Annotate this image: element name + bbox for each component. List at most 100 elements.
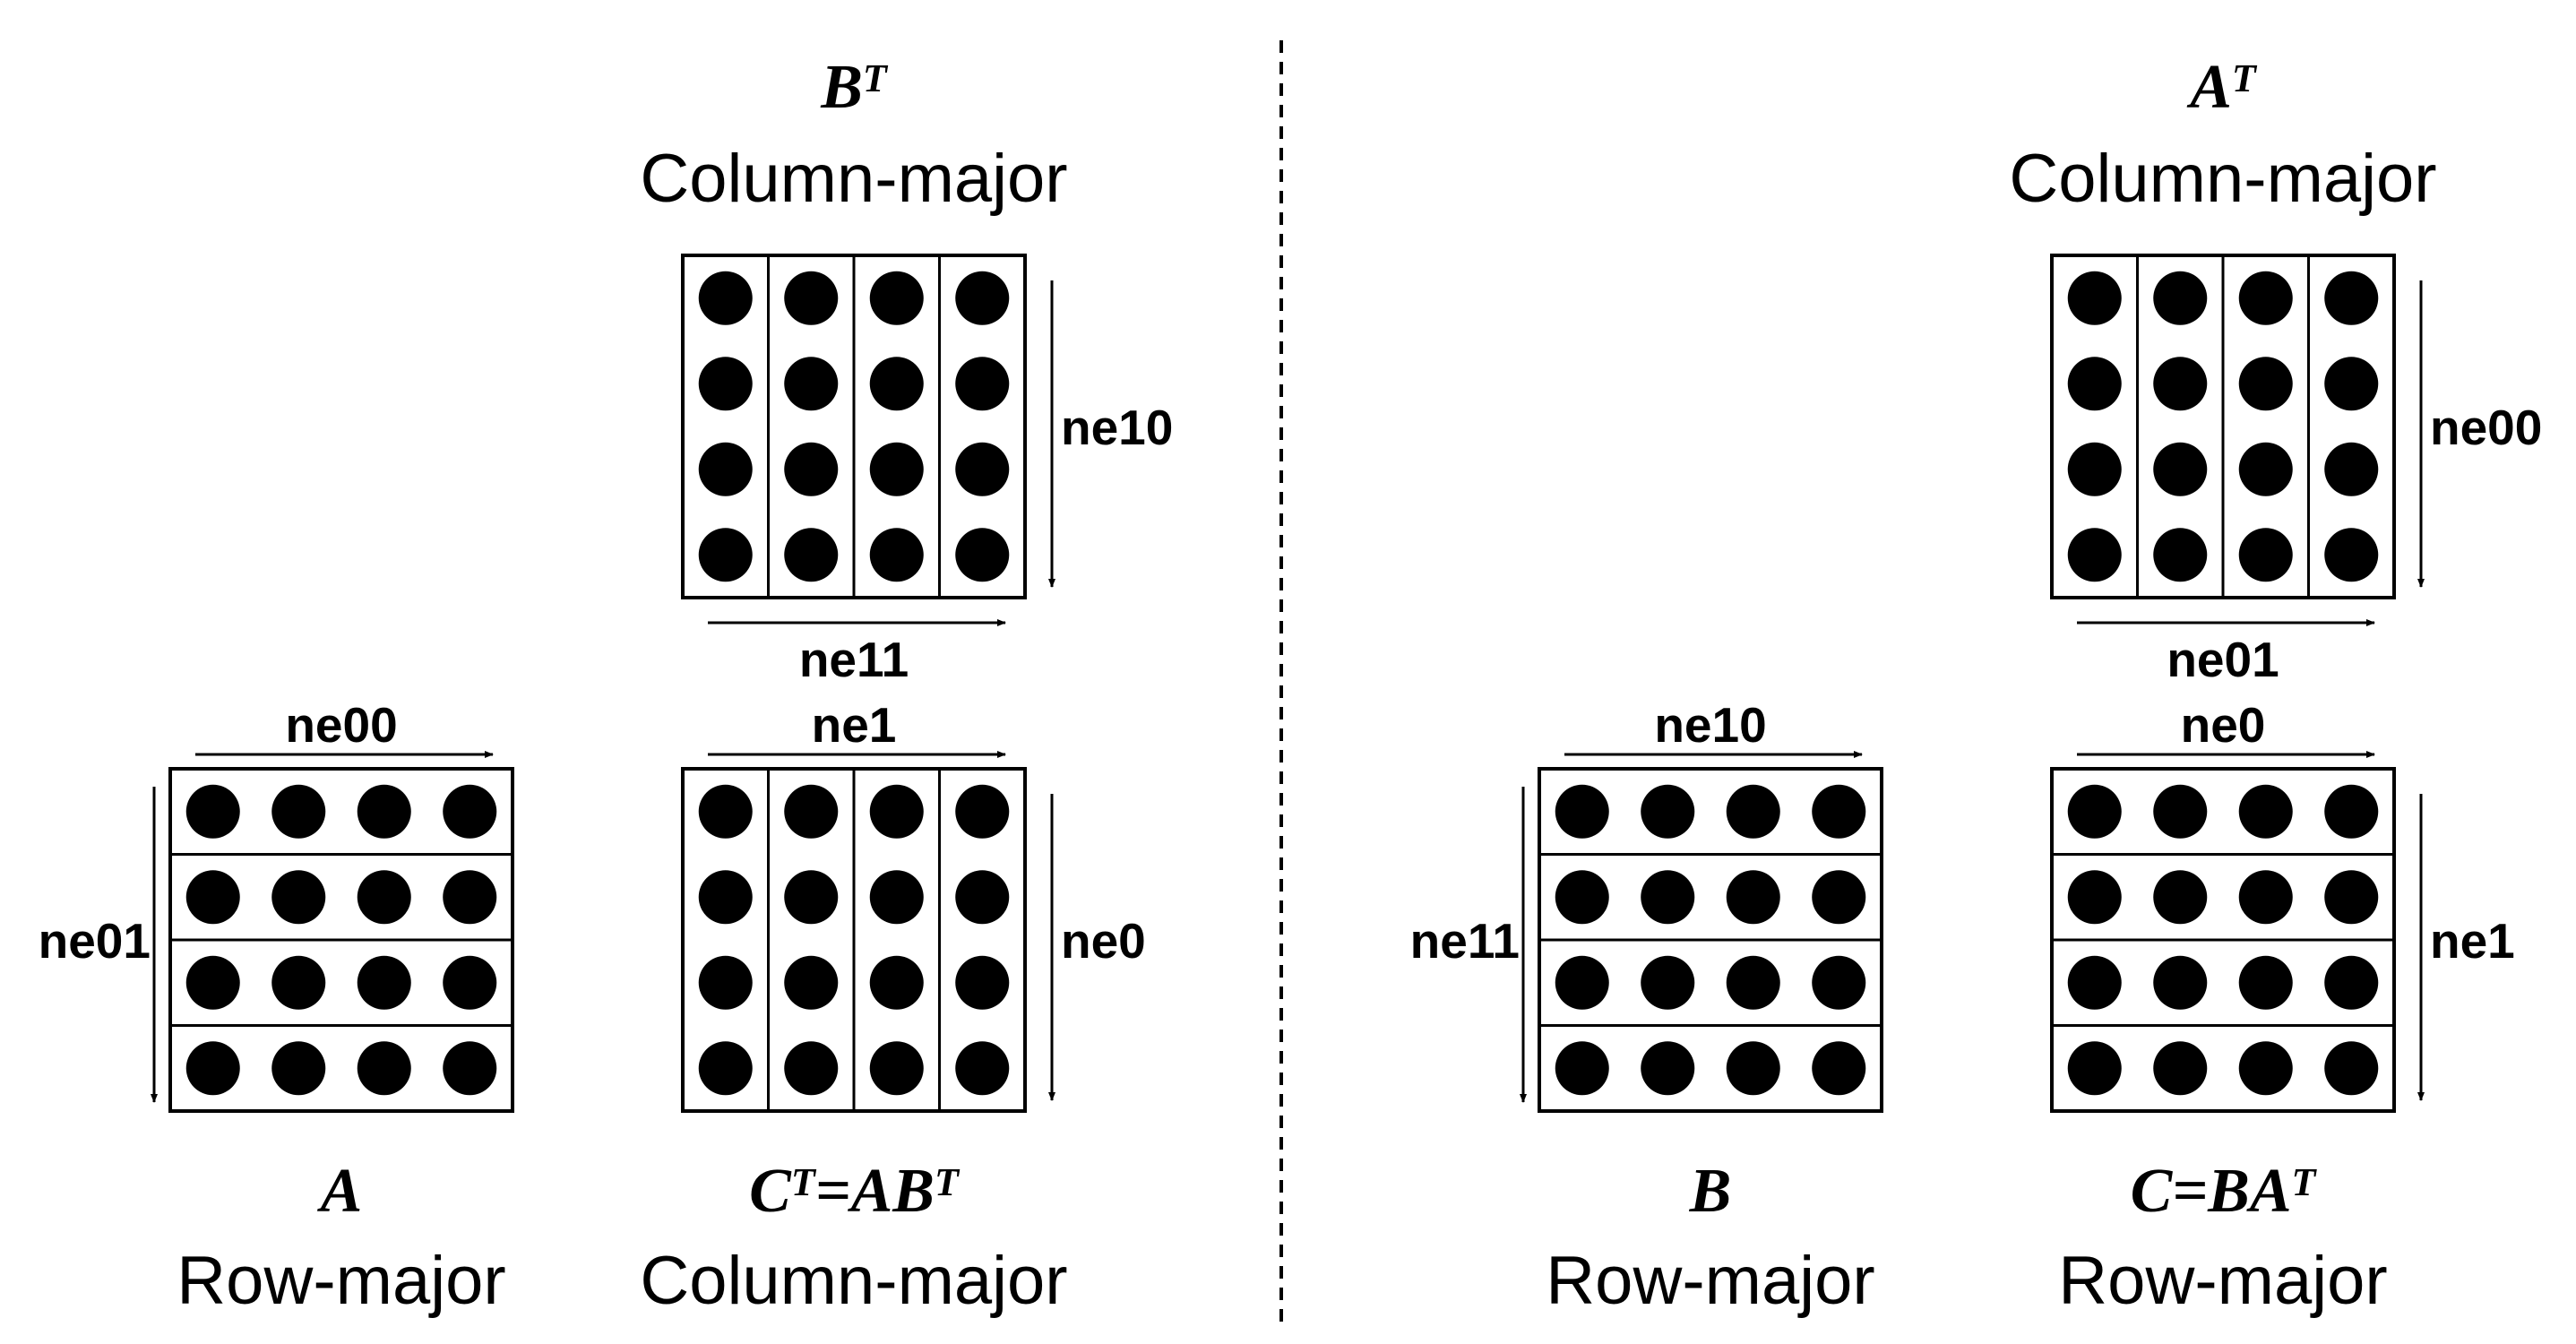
matrix-element-dot — [2067, 357, 2122, 411]
matrix-element-dot — [443, 955, 497, 1010]
matrix-name-part: C=BA — [2131, 1157, 2292, 1226]
matrix-element-dot — [2238, 442, 2293, 496]
matrix-name-superscript: T — [2232, 56, 2258, 100]
matrix-element-dot — [2238, 870, 2293, 925]
matrix-element-dot — [955, 271, 1010, 325]
storage-layout-label: Row-major — [1546, 1243, 1874, 1319]
matrix-element-dot — [1555, 870, 1609, 925]
matrix-name: AT — [2186, 53, 2258, 122]
matrix-element-dot — [2324, 870, 2379, 925]
matrix-element-dot — [2067, 528, 2122, 582]
matrix-element-dot — [869, 442, 924, 496]
matrix-element-dot — [271, 955, 326, 1010]
matrix-element-dot — [698, 955, 753, 1010]
matrix-element-dot — [698, 442, 753, 496]
matrix-element-dot — [1726, 784, 1780, 839]
matrix-element-dot — [2153, 955, 2208, 1010]
top-dimension-label: ne0 — [2181, 697, 2266, 753]
top-dimension-label: ne1 — [812, 697, 897, 753]
storage-layout-label: Column-major — [2009, 141, 2436, 217]
matrix-element-dot — [784, 870, 839, 925]
matrix-element-dot — [698, 870, 753, 925]
matrix-element-dot — [869, 784, 924, 839]
matrix-element-dot — [2067, 442, 2122, 496]
matrix-element-dot — [2067, 271, 2122, 325]
matrix-name-superscript: T — [935, 1160, 961, 1204]
matrix-element-dot — [955, 784, 1010, 839]
matrix-element-dot — [2153, 442, 2208, 496]
matrix-element-dot — [2067, 1041, 2122, 1096]
matrix-element-dot — [2238, 357, 2293, 411]
matrix-element-dot — [698, 357, 753, 411]
top-dimension-label: ne00 — [285, 697, 397, 753]
matrix-element-dot — [1555, 784, 1609, 839]
matrix-name-superscript: T — [791, 1160, 817, 1204]
matrix-name: A — [317, 1157, 363, 1226]
matrix-element-dot — [1555, 955, 1609, 1010]
matrix-element-dot — [869, 357, 924, 411]
side-dimension-label: ne00 — [2430, 400, 2542, 455]
matrix-element-dot — [1812, 1041, 1866, 1096]
matrix-element-dot — [2324, 442, 2379, 496]
left-dimension-label: ne11 — [1410, 913, 1520, 969]
matrix-element-dot — [357, 784, 411, 839]
matrix-name-part: B — [820, 53, 863, 122]
matrix-element-dot — [2153, 784, 2208, 839]
matrix-element-dot — [271, 870, 326, 925]
matrix-at: ne01 ne00 AT Column-major — [2009, 53, 2542, 687]
matrix-element-dot — [357, 870, 411, 925]
matrix-element-dot — [955, 442, 1010, 496]
matrix-name-part: C — [749, 1157, 792, 1226]
matrix-element-dot — [698, 271, 753, 325]
matrix-element-dot — [185, 1041, 240, 1096]
matrix-element-dot — [784, 1041, 839, 1096]
matrix-element-dot — [869, 955, 924, 1010]
matrix-name-part: B — [1689, 1157, 1732, 1226]
matrix-element-dot — [698, 1041, 753, 1096]
matrix-element-dot — [2324, 955, 2379, 1010]
matrix-name-part: A — [2186, 53, 2232, 122]
matrix-element-dot — [2324, 271, 2379, 325]
matrix-element-dot — [2067, 955, 2122, 1010]
matrix-element-dot — [955, 955, 1010, 1010]
matrix-element-dot — [784, 357, 839, 411]
matrix-element-dot — [869, 1041, 924, 1096]
matrix-element-dot — [2324, 1041, 2379, 1096]
matrix-name: BT — [820, 53, 889, 122]
matrix-element-dot — [1812, 784, 1866, 839]
matrix-element-dot — [2324, 784, 2379, 839]
matrix-name-superscript: T — [863, 56, 889, 100]
matrix-element-dot — [185, 955, 240, 1010]
side-dimension-label: ne10 — [1061, 400, 1173, 455]
matrix-element-dot — [955, 870, 1010, 925]
matrix-element-dot — [185, 870, 240, 925]
bottom-dimension-label: ne11 — [799, 632, 909, 687]
matrix-element-dot — [955, 1041, 1010, 1096]
storage-layout-label: Row-major — [177, 1243, 505, 1319]
matrix-name-superscript: T — [2292, 1160, 2318, 1204]
matrix-element-dot — [869, 528, 924, 582]
matrix-element-dot — [1726, 955, 1780, 1010]
matrix-element-dot — [698, 784, 753, 839]
side-dimension-label: ne1 — [2430, 913, 2515, 969]
matrix-name: C=BAT — [2131, 1157, 2318, 1226]
storage-layout-label: Column-major — [640, 1243, 1067, 1319]
matrix-element-dot — [1555, 1041, 1609, 1096]
matrix-element-dot — [698, 528, 753, 582]
matrix-element-dot — [2153, 1041, 2208, 1096]
matrix-element-dot — [2324, 528, 2379, 582]
matrix-element-dot — [185, 784, 240, 839]
matrix-element-dot — [784, 784, 839, 839]
matrix-element-dot — [1812, 955, 1866, 1010]
matrix-name: CT=ABT — [749, 1157, 961, 1226]
bottom-dimension-label: ne01 — [2167, 632, 2279, 687]
matrix-element-dot — [1641, 784, 1695, 839]
matrix-element-dot — [869, 870, 924, 925]
right-panel: ne01ne00ATColumn-majorne10ne11BRow-major… — [1410, 53, 2543, 1319]
matrix-element-dot — [2153, 528, 2208, 582]
matrix-element-dot — [1726, 1041, 1780, 1096]
